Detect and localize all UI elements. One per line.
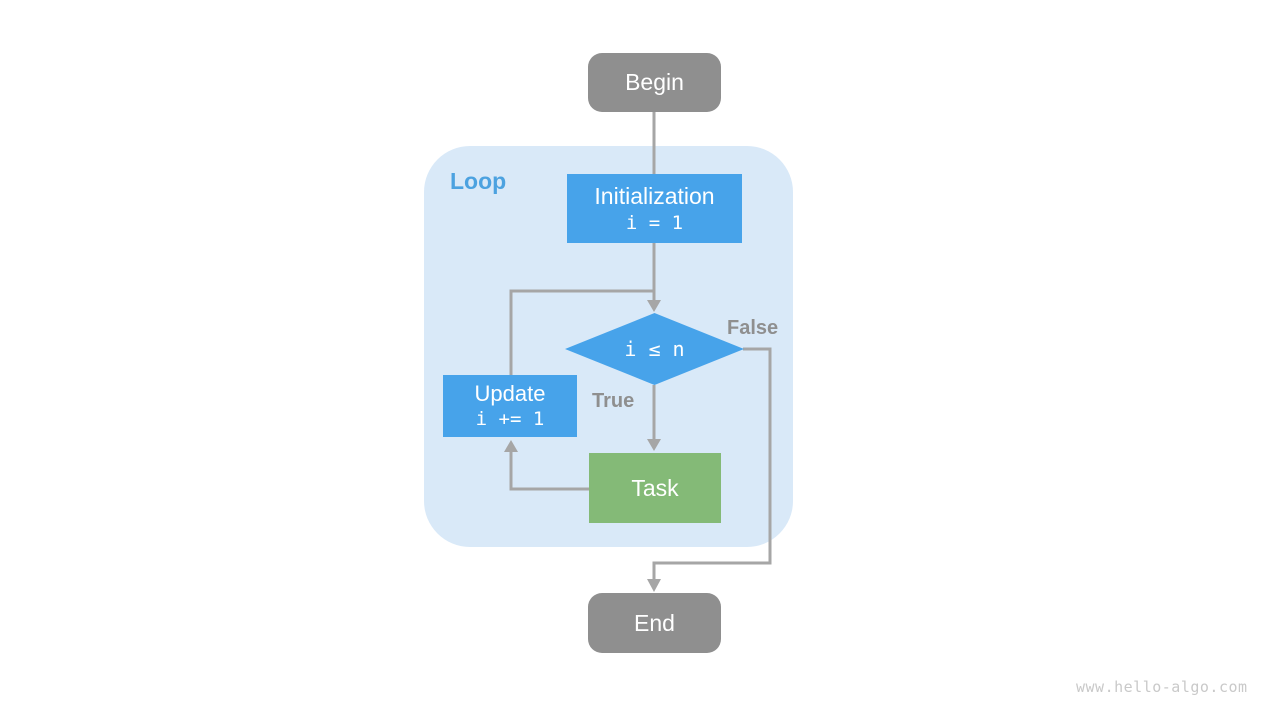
- arrow-condition-false-to-end: [647, 347, 772, 592]
- node-initialization-label: Initialization: [594, 182, 715, 209]
- node-update-label: Update: [474, 380, 546, 406]
- node-end: End: [588, 593, 721, 653]
- node-end-label: End: [634, 609, 675, 636]
- arrow-condition-true-to-task: [647, 385, 661, 451]
- edge-label-true: True: [592, 390, 635, 412]
- watermark-text: www.hello-algo.com: [1076, 678, 1248, 696]
- loop-label: Loop: [450, 168, 507, 194]
- arrow-update-loopback: [509, 289, 654, 375]
- node-initialization: Initialization i = 1: [567, 174, 742, 243]
- edge-label-false: False: [727, 317, 779, 339]
- node-initialization-code: i = 1: [625, 211, 684, 234]
- node-update-code: i += 1: [475, 408, 545, 431]
- node-begin: Begin: [588, 53, 721, 112]
- node-condition-code: i ≤ n: [624, 337, 685, 361]
- node-update: Update i += 1: [443, 375, 577, 437]
- arrow-task-to-update: [504, 440, 589, 491]
- node-begin-label: Begin: [625, 69, 684, 96]
- node-task-label: Task: [631, 474, 679, 501]
- node-task: Task: [589, 453, 721, 523]
